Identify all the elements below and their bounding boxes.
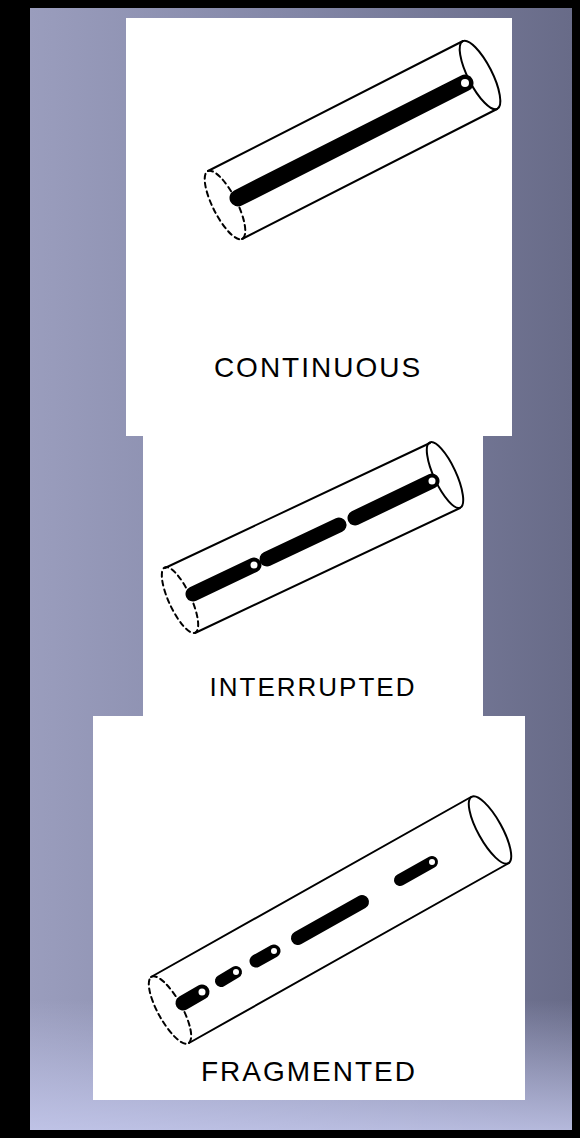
hair-tube [197,36,508,245]
hair-tube [155,438,470,638]
hair-tube [141,791,519,1049]
medulla-ends [251,478,436,569]
pattern-label: INTERRUPTED [210,672,417,703]
pattern-label: CONTINUOUS [214,352,422,384]
panel [126,18,512,436]
pattern-label: FRAGMENTED [201,1056,417,1088]
medulla-interrupted [193,481,432,594]
panel [143,436,483,716]
medulla-continuous [238,83,465,198]
medulla-end [461,79,469,87]
medulla-ends [199,859,436,996]
medulla-fragmented [183,862,432,1003]
panel [93,716,525,1100]
